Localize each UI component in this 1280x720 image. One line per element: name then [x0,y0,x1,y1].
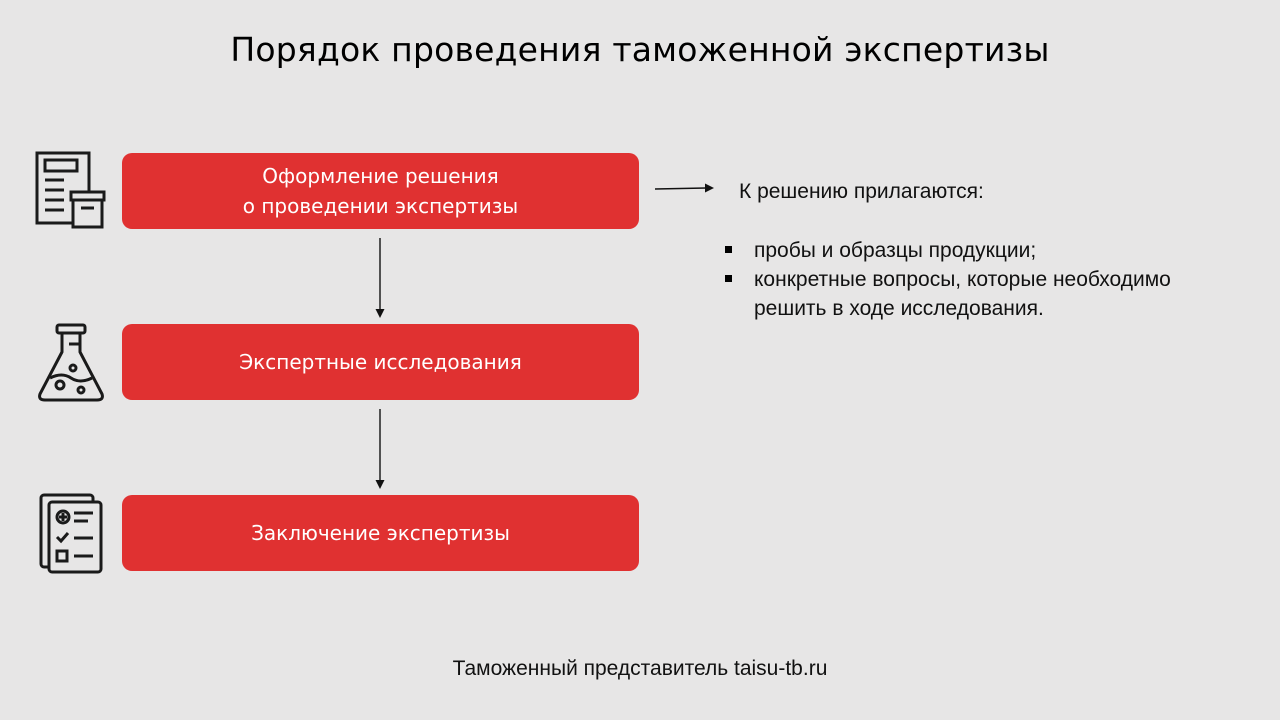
footer-caption: Таможенный представитель taisu-tb.ru [452,657,828,680]
note-heading: К решению прилагаются: [739,180,984,203]
note-item-text: конкретные вопросы, которые необходимо р… [754,268,1171,320]
step-research-label: Экспертные исследования [239,350,522,374]
report-checklist-icon [39,493,103,574]
step-conclusion-label: Заключение экспертизы [251,521,510,545]
page-title: Порядок проведения таможенной экспертизы [230,30,1050,69]
step-research-box: Экспертные исследования [122,324,639,400]
step-decision-line2: о проведении экспертизы [242,194,519,218]
arrow-decision-to-research [375,238,385,318]
note-item-text: пробы и образцы продукции; [754,239,1037,262]
flask-icon [38,323,104,402]
bullet-icon [725,275,732,282]
arrow-to-note [654,183,714,193]
step-decision-box: Оформление решения о проведении эксперти… [122,153,639,229]
step-conclusion-box: Заключение экспертизы [122,495,639,571]
note-item: конкретные вопросы, которые необходимо р… [725,265,1245,323]
note-item: пробы и образцы продукции; [725,236,1245,265]
arrow-research-to-conclusion [375,409,385,489]
document-package-icon [35,151,106,229]
step-decision-line1: Оформление решения [262,164,499,188]
bullet-icon [725,246,732,253]
note-list: пробы и образцы продукции; конкретные во… [725,236,1245,323]
